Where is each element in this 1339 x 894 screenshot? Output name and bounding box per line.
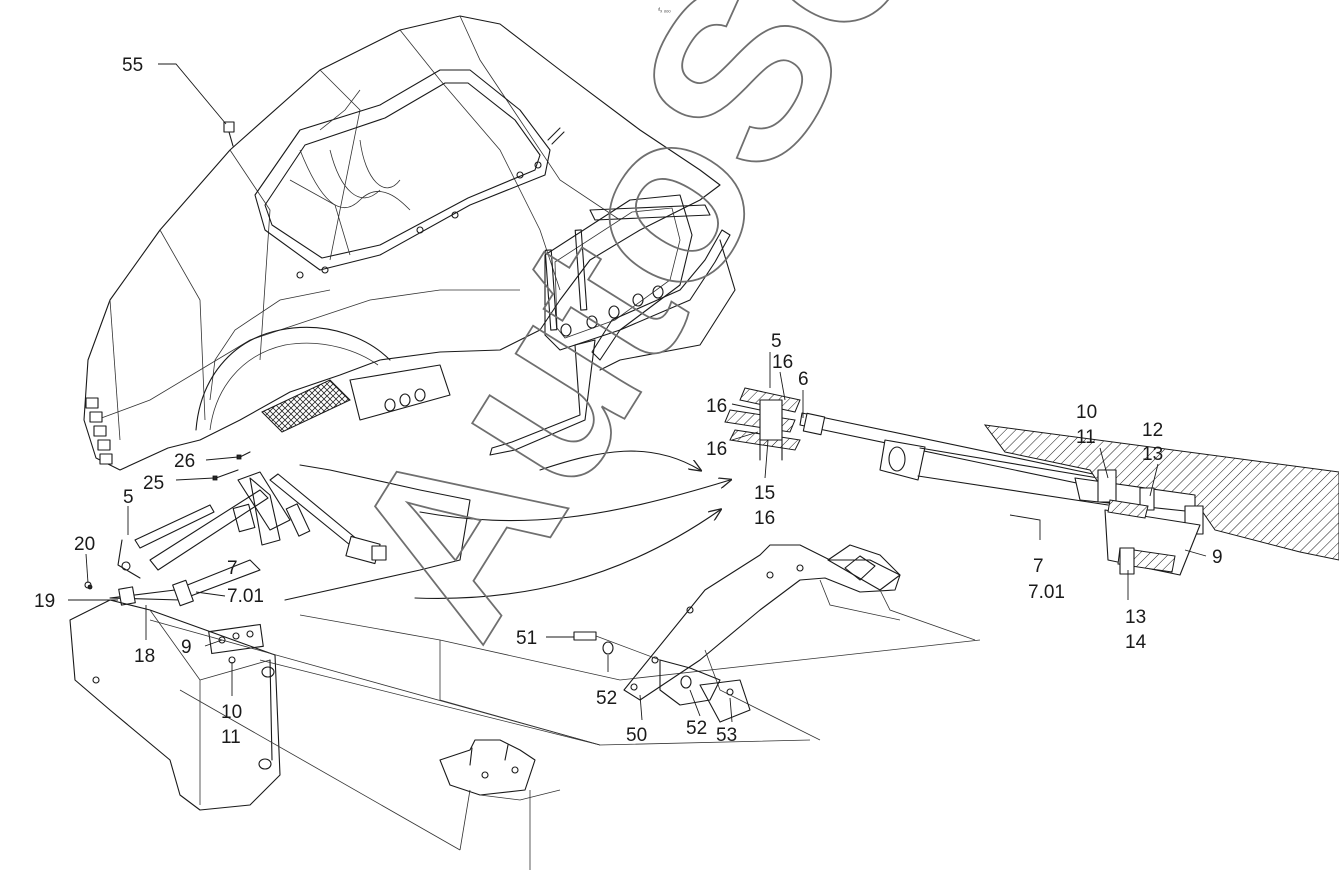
hardware-small <box>87 121 251 590</box>
callout-7-left: 7 <box>227 558 238 579</box>
callout-53: 53 <box>716 725 737 746</box>
callout-25: 25 <box>143 473 164 494</box>
explode-arrow-3 <box>539 450 700 470</box>
callout-55: 55 <box>122 55 143 76</box>
callout-26: 26 <box>174 451 195 472</box>
callout-52-right: 52 <box>686 718 707 739</box>
callout-7-01-right: 7.01 <box>1028 582 1065 603</box>
callout-16-bottom: 16 <box>754 508 775 529</box>
callout-9-right: 9 <box>1212 547 1223 568</box>
callout-7-01-left: 7.01 <box>227 586 264 607</box>
callout-5-left: 5 <box>123 487 134 508</box>
mesh-step <box>261 379 351 433</box>
mudguard-parts <box>489 194 736 456</box>
watermark: AutoSoft <box>295 0 1061 678</box>
mounting-rail <box>573 544 976 741</box>
callout-6: 6 <box>798 369 809 390</box>
callout-14: 14 <box>1125 632 1147 653</box>
cab-shell <box>83 15 721 471</box>
callout-7-right: 7 <box>1033 556 1044 577</box>
callout-11-left: 11 <box>221 727 241 748</box>
callout-5-upper: 5 <box>771 331 782 352</box>
header-mark: ᵈₓ ₒₒₒ <box>658 7 671 14</box>
callout-16-top: 16 <box>772 352 793 373</box>
callout-9-left: 9 <box>181 637 192 658</box>
right-section-bracket <box>983 424 1339 576</box>
callout-labels: 55 5 16 6 16 16 15 16 10 11 12 13 7 7.01… <box>34 55 1223 748</box>
callout-16-low: 16 <box>706 439 727 460</box>
callout-50: 50 <box>626 725 647 746</box>
callout-13-lower: 13 <box>1125 607 1146 628</box>
callout-15: 15 <box>754 483 775 504</box>
callout-10-left: 10 <box>221 702 242 723</box>
roof-window-frame <box>254 69 565 279</box>
callout-11-right: 11 <box>1076 427 1096 448</box>
grille <box>85 397 113 465</box>
lower-frame <box>69 464 981 851</box>
explode-arrow-2 <box>414 510 720 599</box>
callout-13-upper: 13 <box>1142 444 1163 465</box>
callout-52-left: 52 <box>596 688 617 709</box>
callout-12: 12 <box>1142 420 1163 441</box>
svg-text:AutoSoft: AutoSoft <box>296 0 1060 677</box>
callout-20: 20 <box>74 534 95 555</box>
callout-51: 51 <box>516 628 537 649</box>
callout-19: 19 <box>34 591 55 612</box>
floor-bracket <box>439 739 561 870</box>
explode-arrow-1 <box>419 480 730 522</box>
leader-lines <box>68 63 1207 723</box>
callout-16-mid: 16 <box>706 396 727 417</box>
callout-18: 18 <box>134 646 155 667</box>
callout-10-right: 10 <box>1076 402 1097 423</box>
tilt-cylinder <box>724 387 1113 506</box>
